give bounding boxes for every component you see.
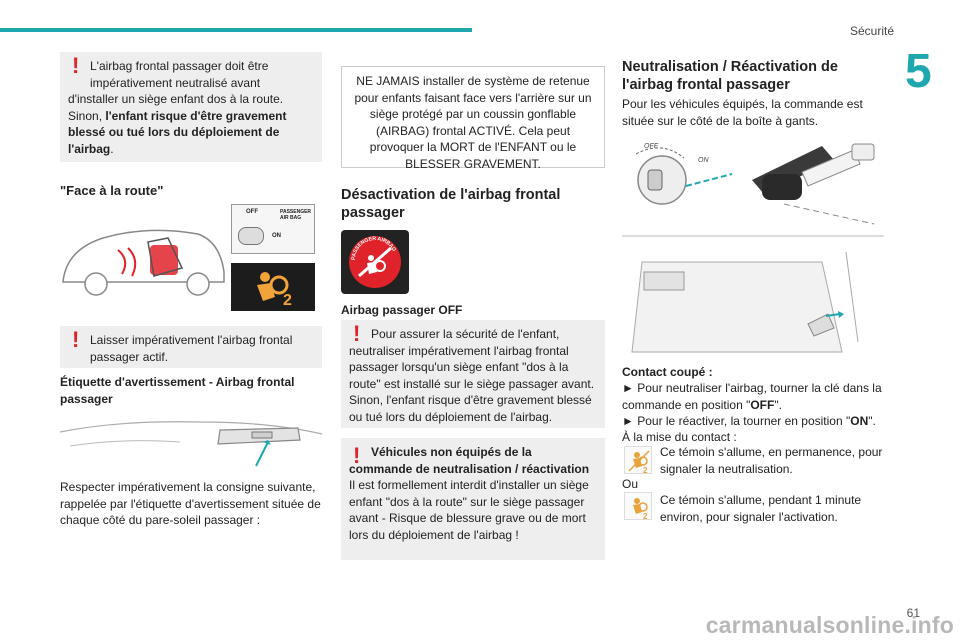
- section-title: Sécurité: [849, 24, 894, 38]
- svg-text:2: 2: [643, 466, 648, 475]
- warning-text-1: L'airbag frontal passager doit être impé…: [68, 58, 314, 91]
- warning-icon: !: [353, 443, 361, 468]
- icon2-text: Ce témoin s'allume, pendant 1 minute env…: [660, 493, 862, 524]
- step1-text: ► Pour neutraliser l'airbag, tourner la …: [622, 381, 882, 412]
- warn1-bold: l'enfant risque d'être gravement blessé …: [68, 108, 287, 156]
- step2-bold: ON: [850, 414, 869, 428]
- watermark-text: carmanualsonline.info: [705, 612, 954, 638]
- warning-text-2: Laisser impérativement l'airbag frontal …: [90, 333, 293, 364]
- warning-box-2: ! Laisser impérativement l'airbag fronta…: [60, 326, 322, 368]
- svg-text:2: 2: [643, 512, 648, 521]
- airbag-on-icon: 2: [257, 272, 292, 309]
- warn1-end: .: [110, 141, 114, 156]
- neutralisation-title: Neutralisation / Réactivation de l'airba…: [622, 59, 838, 93]
- step-reactivate: ► Pour le réactiver, la tourner en posit…: [622, 413, 884, 430]
- glove-box-illustration: [622, 235, 884, 353]
- step1-bold: OFF: [750, 397, 775, 412]
- warning-text-3: Pour assurer la sécurité de l'enfant, ne…: [349, 327, 595, 424]
- warn1-line2: impérativement neutralisé avant: [90, 75, 261, 90]
- airbag-on-warning-icon: 2: [624, 492, 652, 521]
- airbag-off-warning-icon: 2: [624, 446, 652, 475]
- warning-icon: !: [72, 327, 80, 352]
- warning-box-4: ! Véhicules non équipés de la commande d…: [341, 438, 605, 560]
- switch-off-label: OFF: [246, 209, 258, 215]
- icon1-text: Ce témoin s'allume, en permanence, pour …: [660, 445, 883, 476]
- sun-visor-illustration: [60, 421, 322, 467]
- face-route-title: "Face à la route": [60, 183, 164, 198]
- airbag-off-label: Airbag passager OFF: [341, 303, 463, 317]
- contact-on-text: À la mise du contact :: [622, 430, 737, 444]
- car-seat-illustration: [62, 229, 225, 296]
- airbag-off-icon: PASSENGER AIRBAG: [349, 236, 401, 288]
- step-neutralise: ► Pour neutraliser l'airbag, tourner la …: [622, 380, 884, 413]
- warning-text-1-rest: d'installer un siège enfant dos à la rou…: [68, 91, 314, 157]
- warning-box-1: ! L'airbag frontal passager doit être im…: [60, 52, 322, 162]
- warning-icon: !: [353, 321, 361, 346]
- switch-passenger-label: PASSENGER AIR BAG: [280, 209, 312, 221]
- airbag-on-indicator: 2: [231, 263, 315, 311]
- or-text: Ou: [622, 477, 639, 491]
- header-accent-bar: [0, 28, 472, 32]
- warning-icon: !: [72, 53, 80, 78]
- step1-end: ".: [774, 397, 782, 412]
- warning-notice: NE JAMAIS installer de système de retenu…: [341, 66, 605, 171]
- warning-text-4: Il est formellement interdit d'installer…: [349, 478, 589, 542]
- chapter-number: 5: [905, 45, 932, 98]
- airbag-off-badge: PASSENGER AIRBAG: [341, 230, 409, 294]
- respect-text: Respecter impérativement la consigne sui…: [60, 480, 321, 527]
- airbag-switch-panel: OFF PASSENGER AIR BAG ON: [231, 204, 315, 254]
- deactivation-title: Désactivation de l'airbag frontal passag…: [341, 187, 561, 221]
- step2-end: ".: [868, 414, 876, 428]
- key-off-label: OFF: [644, 143, 659, 150]
- warning-title-4: Véhicules non équipés de la commande de …: [349, 445, 590, 476]
- warning-box-3: ! Pour assurer la sécurité de l'enfant, …: [341, 320, 605, 428]
- key-on-label: ON: [698, 157, 709, 164]
- neutralisation-intro: Pour les véhicules équipés, la commande …: [622, 97, 863, 128]
- warn1-line1: L'airbag frontal passager doit être: [90, 59, 269, 73]
- key-slot-icon: [238, 227, 264, 245]
- key-switch-illustration: OFF ON: [635, 143, 875, 225]
- contact-title: Contact coupé :: [622, 365, 713, 379]
- svg-text:2: 2: [283, 292, 292, 309]
- switch-on-label: ON: [272, 233, 281, 239]
- step2-text: ► Pour le réactiver, la tourner en posit…: [622, 414, 851, 428]
- label-title: Étiquette d'avertissement - Airbag front…: [60, 375, 295, 406]
- warn1-rest: d'installer un siège enfant dos à la rou…: [68, 92, 284, 123]
- page-number: 61: [906, 606, 920, 620]
